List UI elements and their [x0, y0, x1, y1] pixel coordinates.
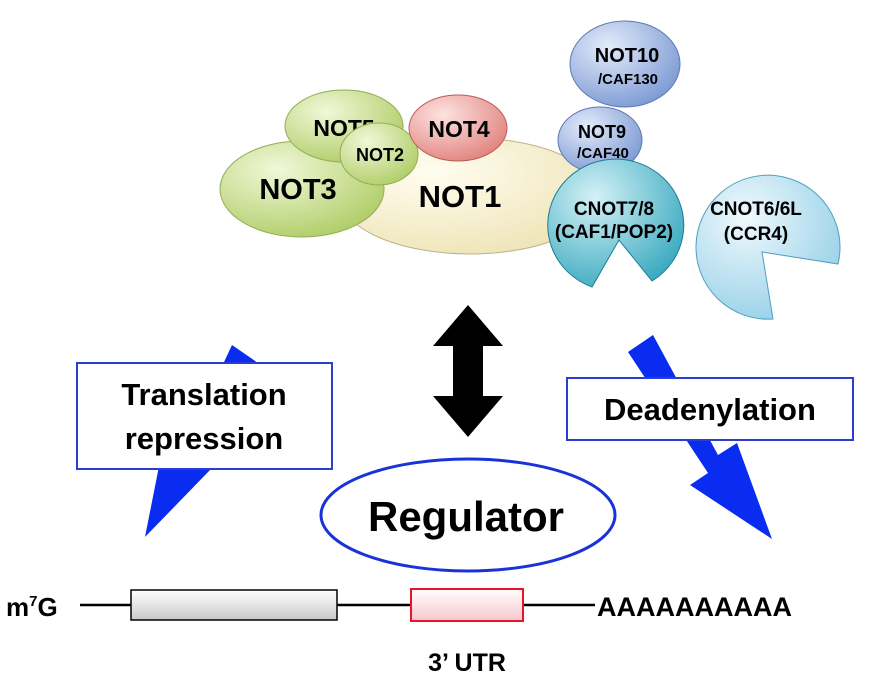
not10-alias-label: /CAF130 — [598, 71, 658, 88]
not10-subunit — [569, 20, 681, 108]
utr-label: 3’ UTR — [428, 649, 506, 677]
cnot78-subunit — [547, 158, 685, 288]
interaction-double-arrow — [433, 305, 503, 437]
not4-subunit — [408, 94, 508, 162]
not9-label: NOT9 — [578, 122, 626, 142]
not9-alias-label: /CAF40 — [577, 145, 629, 162]
coding-region-box — [130, 589, 338, 621]
not1-label: NOT1 — [419, 179, 502, 214]
cnot78-alias-label: (CAF1/POP2) — [555, 222, 673, 243]
not4-label: NOT4 — [428, 116, 490, 142]
cnot78-label: CNOT7/8 — [574, 199, 654, 220]
regulator-label: Regulator — [368, 493, 564, 540]
cnot66l-label: CNOT6/6L — [710, 199, 802, 220]
regulator-ellipse — [319, 457, 617, 573]
cap-label: m7G — [6, 592, 58, 622]
not3-label: NOT3 — [259, 174, 336, 206]
deadenylation-label: Deadenylation — [604, 392, 816, 427]
cnot66l-subunit — [695, 174, 841, 320]
not10-label: NOT10 — [595, 45, 659, 67]
utr-box — [410, 588, 524, 622]
poly-a-tail: AAAAAAAAAA — [597, 592, 792, 622]
not2-label: NOT2 — [356, 145, 404, 165]
deadenylation-box — [566, 377, 854, 441]
cnot66l-alias-label: (CCR4) — [724, 224, 788, 245]
translation-repression-label-line1: Translation — [121, 377, 286, 412]
cap-superscript: 7 — [29, 593, 37, 610]
translation-repression-box — [76, 362, 333, 470]
translation-repression-label-line2: repression — [125, 421, 284, 456]
not2-subunit — [339, 122, 419, 186]
